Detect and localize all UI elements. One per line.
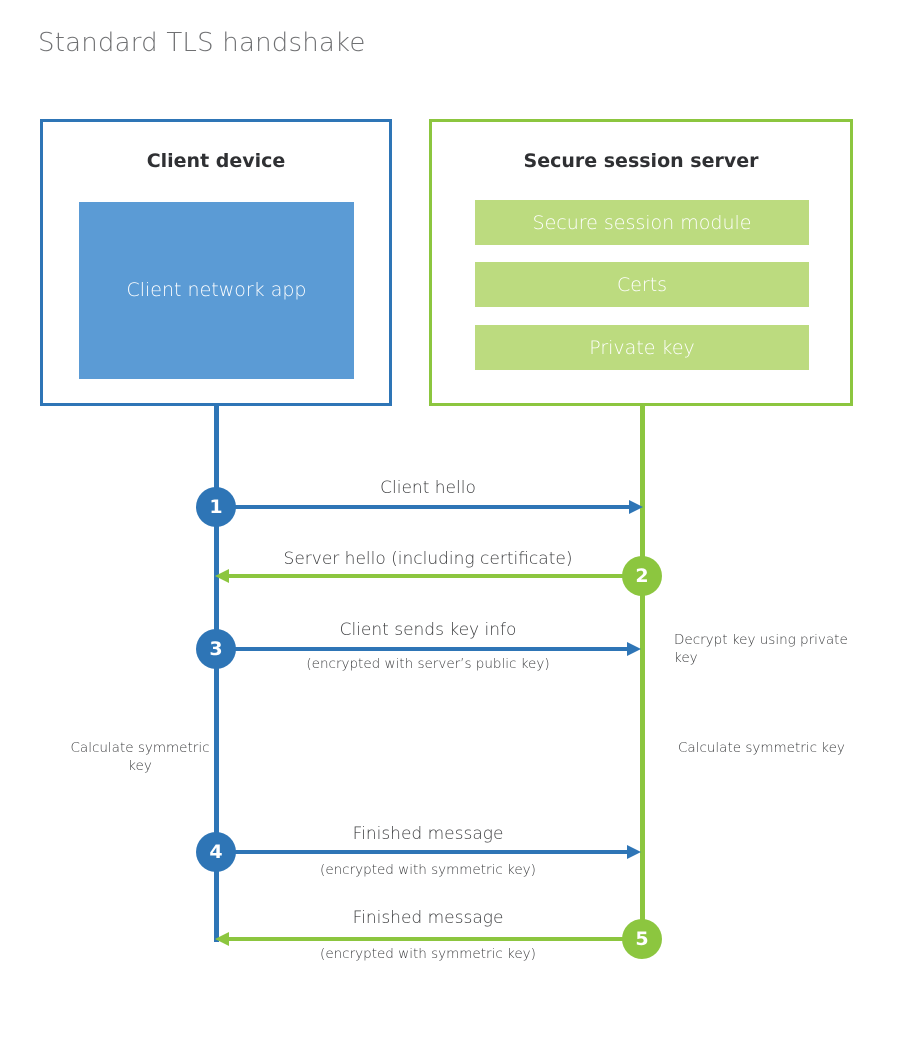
message-sublabel-4: (encrypted with symmetric key) — [320, 862, 536, 878]
server-module-private-key: Private key — [475, 325, 809, 370]
note-decrypt-key: Decrypt key using private key — [674, 632, 848, 667]
message-label-1: Client hello — [380, 478, 476, 498]
page-title: Standard TLS handshake — [38, 28, 366, 58]
note-calculate-symmetric-key-client: Calculate symmetric key — [70, 740, 210, 775]
step-marker-2: 2 — [622, 556, 662, 596]
arrow-step-2 — [215, 569, 642, 583]
client-device-box: Client device Client network app — [40, 119, 392, 406]
arrow-step-5 — [215, 932, 642, 946]
message-label-2: Server hello (including certificate) — [283, 549, 573, 569]
secure-session-server-title: Secure session server — [523, 150, 759, 172]
client-lifeline — [214, 406, 219, 942]
server-module-certs: Certs — [475, 262, 809, 307]
server-module-secure-session-module: Secure session module — [475, 200, 809, 245]
arrow-step-4 — [216, 845, 641, 859]
step-marker-1: 1 — [196, 487, 236, 527]
arrow-step-1 — [216, 500, 643, 514]
step-marker-4: 4 — [196, 832, 236, 872]
step-marker-5: 5 — [622, 919, 662, 959]
client-network-app-block: Client network app — [79, 202, 354, 379]
secure-session-server-box: Secure session server Secure session mod… — [429, 119, 853, 406]
message-label-5: Finished message — [352, 908, 504, 928]
arrow-step-3 — [216, 642, 641, 656]
message-label-4: Finished message — [352, 824, 504, 844]
note-calculate-symmetric-key-server: Calculate symmetric key — [678, 740, 845, 756]
message-sublabel-3: (encrypted with server’s public key) — [306, 656, 550, 672]
server-lifeline — [640, 406, 645, 940]
message-label-3: Client sends key info — [339, 620, 517, 640]
message-sublabel-5: (encrypted with symmetric key) — [320, 946, 536, 962]
client-device-title: Client device — [146, 150, 286, 172]
step-marker-3: 3 — [196, 629, 236, 669]
